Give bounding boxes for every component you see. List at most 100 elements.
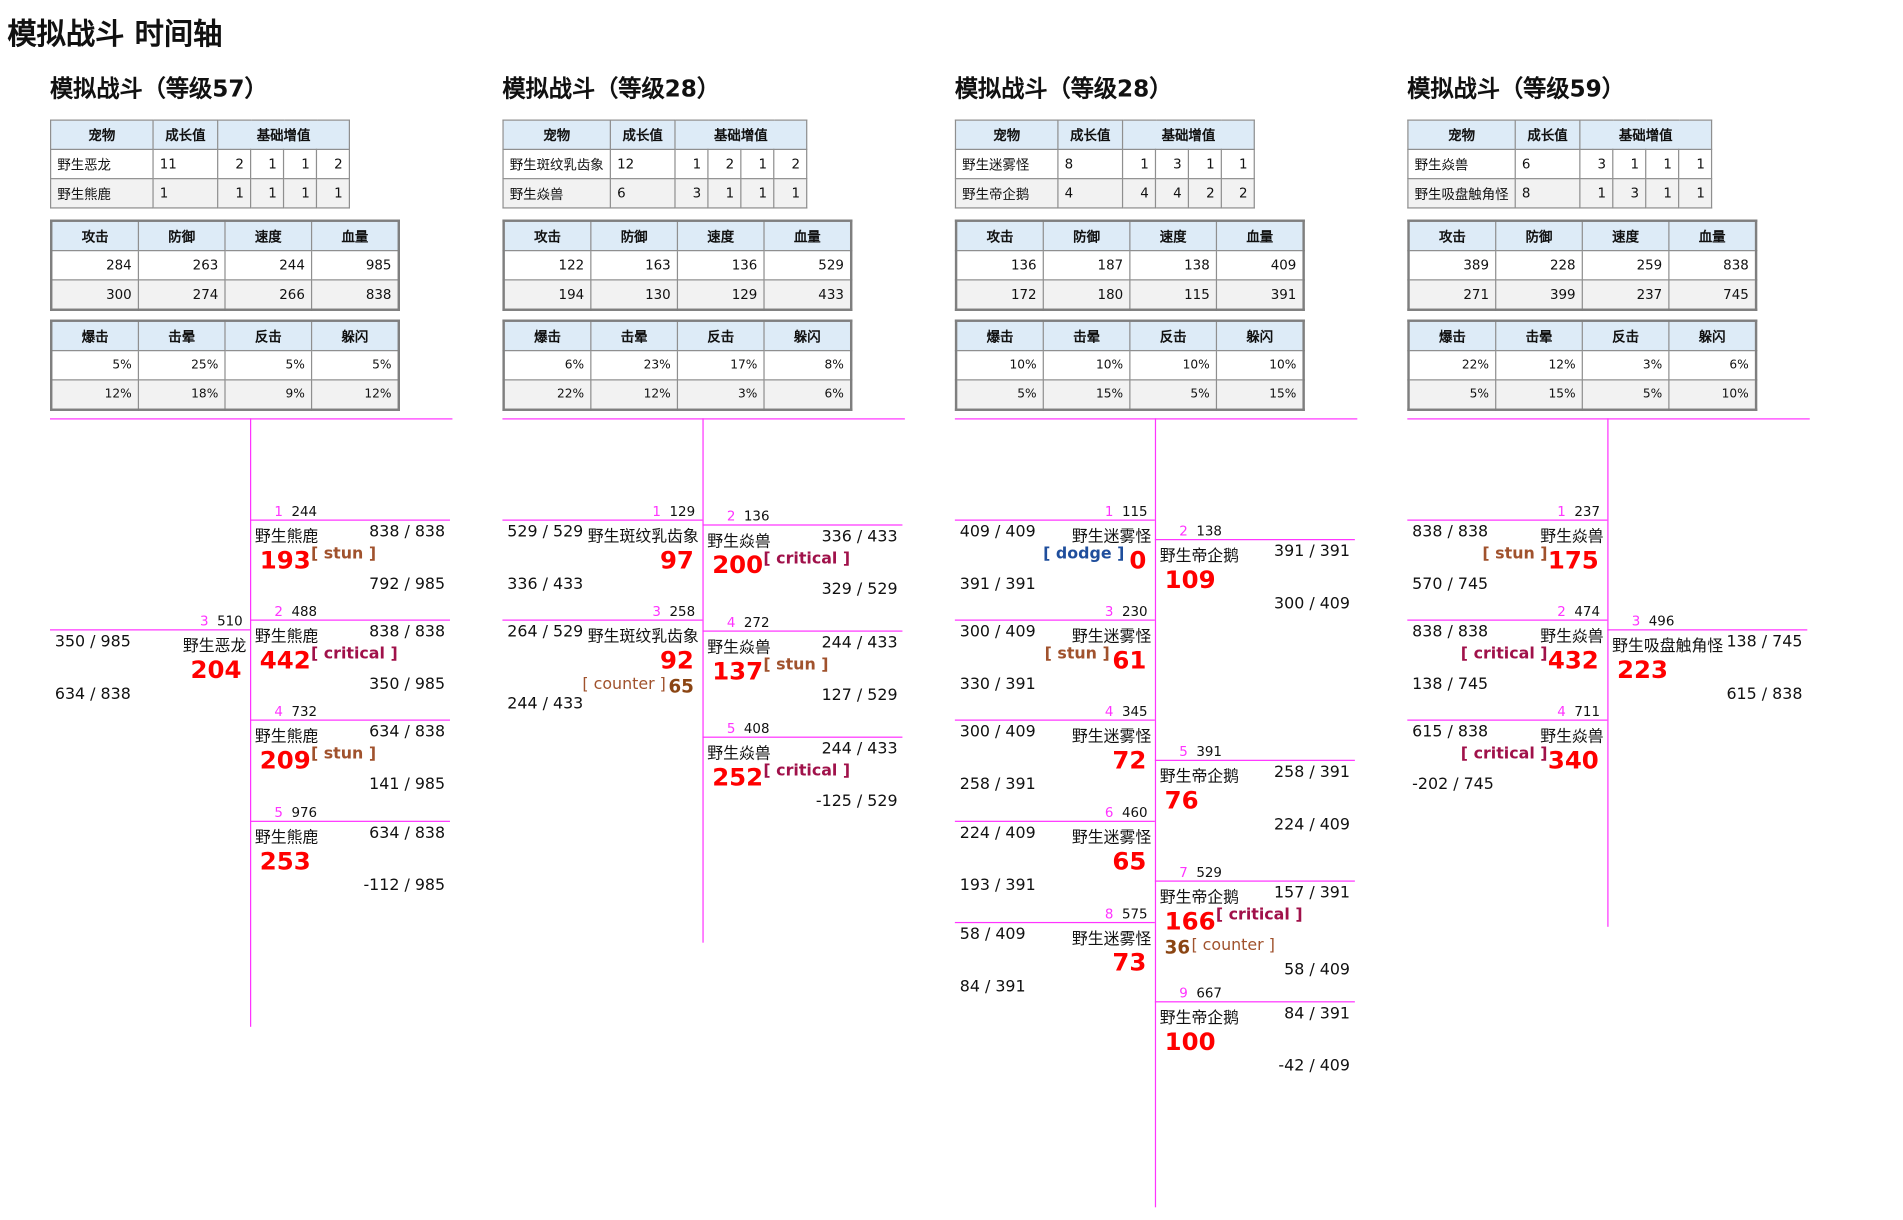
rate-value: 22% [1407, 349, 1497, 381]
base-increment: 1 [1678, 178, 1713, 209]
actor-name: 野生迷雾怪 [1071, 628, 1152, 647]
table-row: 5%15%5%10% [1407, 379, 1757, 411]
actor-hp: 244 / 433 [821, 634, 898, 653]
event-index: 1 [652, 503, 661, 520]
attack-tag: [ stun ] [1044, 645, 1110, 664]
actor-name: 野生焱兽 [1540, 528, 1604, 547]
stat-value: 129 [676, 279, 765, 311]
base-increment: 1 [217, 178, 252, 209]
event-line [1154, 1001, 1355, 1003]
stat-value: 985 [310, 249, 400, 281]
event-time-label: 5 391 [1179, 744, 1222, 760]
base-increment: 1 [315, 178, 350, 209]
table-row: 5%25%5%5% [50, 349, 400, 381]
target-hp: -202 / 745 [1412, 775, 1494, 794]
damage-value: 193 [259, 545, 311, 575]
stat-value: 237 [1581, 279, 1670, 311]
actor-name: 野生迷雾怪 [1071, 528, 1152, 547]
actor-hp: 634 / 838 [369, 723, 446, 742]
base-increment: 1 [1678, 148, 1713, 180]
event-line [954, 921, 1155, 924]
target-hp: 244 / 433 [507, 695, 584, 714]
actor-hp: 838 / 838 [1412, 523, 1489, 542]
target-hp: 329 / 529 [821, 580, 898, 599]
stat-value: 409 [1215, 249, 1305, 281]
rate-value: 9% [224, 379, 313, 411]
event-line [249, 719, 450, 721]
event-time: 667 [1196, 985, 1222, 1002]
target-hp: 138 / 745 [1412, 675, 1489, 694]
damage-value: 61 [1112, 645, 1147, 675]
table-header: 攻击 [503, 220, 592, 252]
event-index: 3 [652, 603, 661, 620]
event-time: 575 [1121, 906, 1148, 922]
table-header: 反击 [1129, 320, 1218, 352]
growth-value: 8 [1057, 148, 1124, 180]
growth-value: 4 [1057, 178, 1124, 209]
table-header: 血量 [1215, 220, 1305, 252]
event-time-label: 7 529 [1179, 865, 1222, 881]
actor-hp: 336 / 433 [821, 528, 898, 547]
event-line [1607, 629, 1808, 631]
table-header: 反击 [1581, 320, 1670, 352]
stat-value: 389 [1407, 249, 1497, 281]
base-increment: 2 [217, 148, 252, 180]
event-index: 2 [1179, 523, 1188, 540]
table-header: 基础增值 [1121, 119, 1255, 150]
rate-value: 12% [50, 379, 140, 411]
table-header: 击晕 [1042, 320, 1131, 352]
rate-value: 8% [763, 349, 852, 381]
stat-value: 136 [676, 249, 765, 281]
event-index: 5 [274, 804, 283, 821]
attack-tag: [ critical ] [763, 762, 851, 781]
table-header: 宠物 [502, 119, 611, 150]
target-hp: 224 / 409 [1274, 815, 1350, 835]
pet-name: 野生熊鹿 [49, 178, 154, 209]
damage-value: 223 [1617, 654, 1668, 685]
event-index: 4 [1104, 703, 1114, 720]
table-header: 成长值 [609, 119, 676, 150]
rate-value: 6% [503, 349, 592, 381]
event-time-label: 1 129 [502, 504, 695, 520]
stat-value: 529 [763, 249, 852, 281]
growth-value: 6 [609, 178, 676, 209]
damage-value: 209 [259, 745, 311, 775]
stat-value: 187 [1042, 249, 1131, 281]
event-time: 391 [1196, 743, 1222, 760]
stat-value: 136 [955, 249, 1044, 281]
stat-value: 284 [50, 249, 140, 281]
actor-name: 野生帝企鹅 [1159, 889, 1240, 908]
actor-name: 野生焱兽 [707, 639, 771, 658]
table-row: 22%12%3%6% [1407, 349, 1757, 381]
base-increment: 1 [282, 148, 318, 180]
table-header-row: 攻击防御速度血量 [50, 220, 400, 252]
base-increment: 3 [1579, 148, 1614, 180]
attack-tag: [ stun ] [763, 656, 829, 675]
event-time: 230 [1121, 603, 1148, 620]
event-time: 272 [743, 614, 770, 631]
actor-hp: 258 / 391 [1274, 763, 1350, 782]
target-hp: -112 / 985 [363, 876, 446, 896]
target-hp: 193 / 391 [959, 876, 1036, 896]
stat-value: 163 [590, 249, 679, 281]
stat-value: 838 [1668, 249, 1757, 281]
target-hp: 330 / 391 [959, 675, 1036, 694]
table-header: 攻击 [50, 220, 140, 252]
actor-name: 野生吸盘触角怪 [1612, 637, 1724, 657]
table-row: 22%12%3%6% [503, 379, 852, 411]
actor-name: 野生熊鹿 [254, 728, 319, 747]
stat-value: 115 [1129, 279, 1218, 311]
actor-name: 野生帝企鹅 [1159, 768, 1240, 787]
table-header-row: 宠物成长值基础增值 [1407, 119, 1713, 150]
growth-value: 8 [1514, 178, 1581, 209]
rate-value: 25% [137, 349, 226, 381]
actor-hp: 264 / 529 [507, 623, 584, 642]
